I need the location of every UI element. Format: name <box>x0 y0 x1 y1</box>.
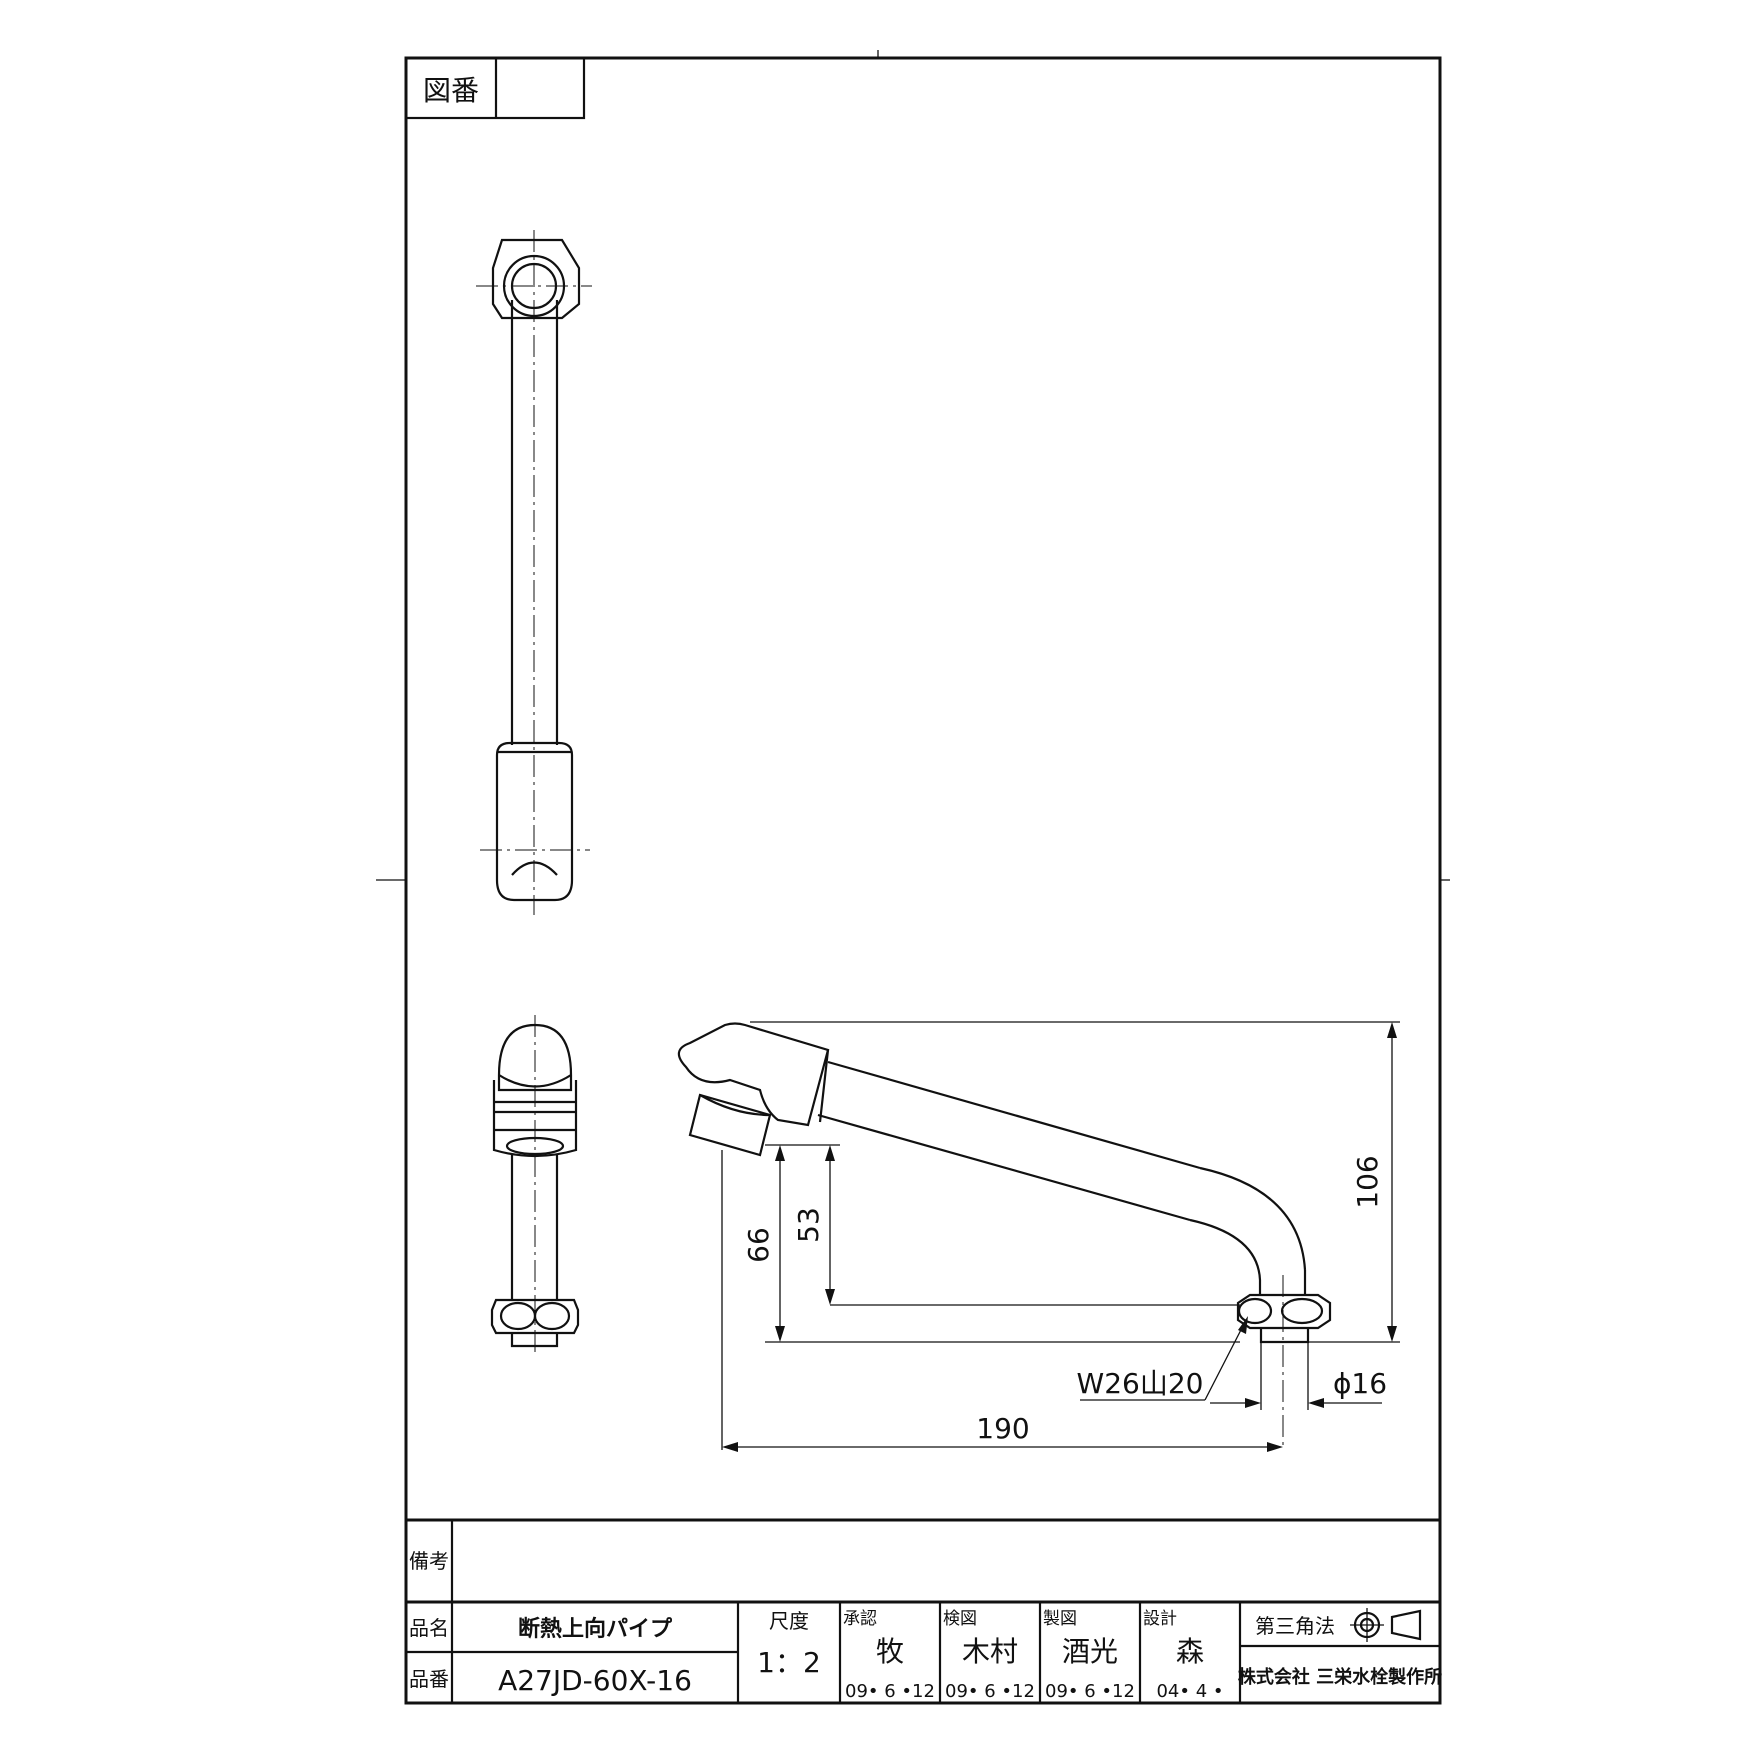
approved-label: 承認 <box>843 1609 877 1629</box>
top-view <box>476 230 592 915</box>
top-view-hex-nut <box>491 238 581 320</box>
checked-by: 木村 <box>962 1635 1018 1668</box>
scale-label: 尺度 <box>769 1609 809 1633</box>
dimension-lines <box>721 1021 1400 1452</box>
checked-date: 09• 6 •12 <box>945 1681 1035 1702</box>
side-view-nut <box>1236 1293 1332 1330</box>
designed-by: 森 <box>1176 1635 1204 1668</box>
design-label: 設計 <box>1143 1609 1177 1629</box>
part-no-label: 品番 <box>409 1667 449 1691</box>
drawing-frame <box>404 56 1442 1705</box>
approved-date: 09• 6 •12 <box>845 1681 935 1702</box>
front-view-head <box>497 1023 573 1092</box>
remarks-label: 備考 <box>409 1549 449 1573</box>
side-view <box>677 1022 1332 1450</box>
projection-label: 第三角法 <box>1255 1614 1335 1638</box>
product-name-label: 品名 <box>409 1616 449 1640</box>
title-block <box>406 1518 1440 1703</box>
drawing-no-label: 図番 <box>423 74 479 107</box>
drawn-date: 09• 6 •12 <box>1045 1681 1135 1702</box>
side-view-pipe-bend <box>1199 1166 1307 1271</box>
checked-label: 検図 <box>943 1609 977 1629</box>
dim-height-low: 53 <box>792 1207 825 1243</box>
drawn-by: 酒光 <box>1062 1635 1118 1668</box>
front-view <box>490 1015 580 1355</box>
part-no: A27JD-60X-16 <box>498 1664 692 1697</box>
dim-diameter: ϕ16 <box>1333 1367 1387 1400</box>
dim-length: 190 <box>976 1412 1029 1445</box>
approved-by: 牧 <box>876 1635 904 1668</box>
company-name: 株式会社 三栄水栓製作所 <box>1238 1666 1442 1688</box>
scale-value: 1：2 <box>757 1646 821 1679</box>
product-name: 断熱上向パイプ <box>518 1616 673 1642</box>
dim-thread: W26山20 <box>1077 1367 1204 1400</box>
drawn-label: 製図 <box>1043 1609 1077 1629</box>
projection-symbol-cone-icon <box>1390 1609 1422 1641</box>
dim-height-mid: 66 <box>742 1227 775 1263</box>
front-view-nut <box>490 1298 580 1335</box>
top-view-spout-cap <box>495 741 574 902</box>
dim-height-total: 106 <box>1351 1155 1384 1208</box>
designed-date: 04• 4 • <box>1156 1681 1223 1702</box>
side-view-spout-head <box>677 1022 830 1127</box>
side-view-aerator <box>688 1093 772 1157</box>
